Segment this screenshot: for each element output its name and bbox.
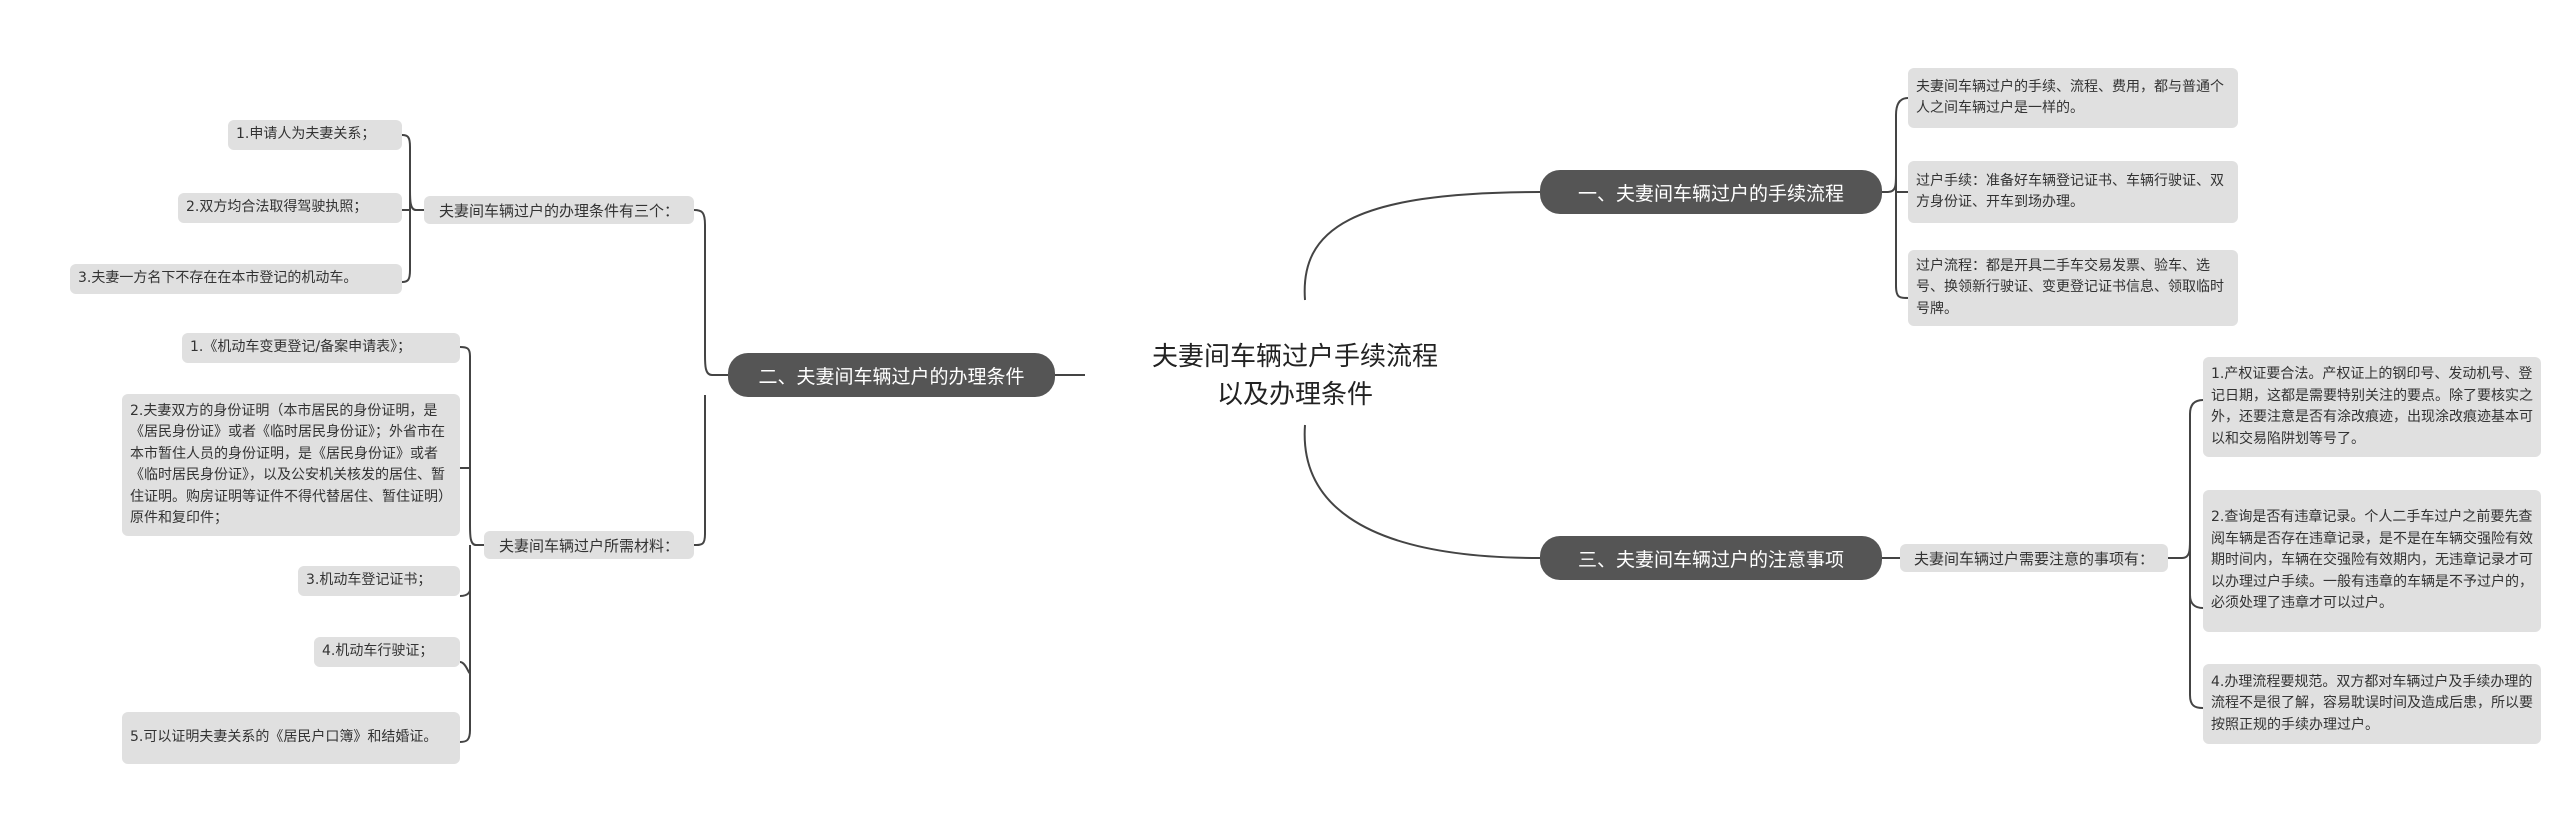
leaf-materials-2[interactable]: 2.夫妻双方的身份证明（本市居民的身份证明，是《居民身份证》或者《临时居民身份证…	[122, 394, 460, 536]
leaf-materials-4[interactable]: 4.机动车行驶证；	[314, 637, 460, 667]
leaf-procedure-2[interactable]: 过户手续：准备好车辆登记证书、车辆行驶证、双方身份证、开车到场办理。	[1908, 161, 2238, 223]
leaf-procedure-3[interactable]: 过户流程：都是开具二手车交易发票、验车、选号、换领新行驶证、变更登记证书信息、领…	[1908, 250, 2238, 326]
mid-conditions[interactable]: 夫妻间车辆过户的办理条件有三个：	[424, 196, 694, 224]
branch-conditions[interactable]: 二、夫妻间车辆过户的办理条件	[728, 353, 1055, 397]
leaf-materials-3[interactable]: 3.机动车登记证书；	[298, 566, 460, 596]
leaf-materials-5[interactable]: 5.可以证明夫妻关系的《居民户口簿》和结婚证。	[122, 712, 460, 764]
central-topic[interactable]: 夫妻间车辆过户手续流程 以及办理条件	[1120, 332, 1470, 420]
leaf-notes-1[interactable]: 1.产权证要合法。产权证上的钢印号、发动机号、登记日期，这都是需要特别关注的要点…	[2203, 357, 2541, 457]
branch-notes[interactable]: 三、夫妻间车辆过户的注意事项	[1540, 536, 1882, 580]
mid-materials[interactable]: 夫妻间车辆过户所需材料：	[484, 531, 694, 559]
leaf-procedure-1[interactable]: 夫妻间车辆过户的手续、流程、费用，都与普通个人之间车辆过户是一样的。	[1908, 68, 2238, 128]
link-midA-bracket	[401, 134, 424, 283]
link-center-b1	[1303, 191, 1541, 301]
central-topic-line2: 以及办理条件	[1216, 380, 1373, 410]
leaf-notes-2[interactable]: 2.查询是否有违章记录。个人二手车过户之前要先查阅车辆是否存在违章记录，是不是在…	[2203, 490, 2541, 632]
branch-procedure[interactable]: 一、夫妻间车辆过户的手续流程	[1540, 170, 1882, 214]
link-b1-bracket	[1882, 97, 1909, 299]
link-midB-bracket	[459, 346, 484, 743]
leaf-materials-1[interactable]: 1.《机动车变更登记/备案申请表》；	[182, 333, 460, 363]
central-topic-line1: 夫妻间车辆过户手续流程	[1151, 342, 1438, 372]
leaf-conditions-1[interactable]: 1.申请人为夫妻关系；	[228, 120, 402, 150]
leaf-notes-3[interactable]: 4.办理流程要规范。双方都对车辆过户及手续办理的流程不是很了解，容易耽误时间及造…	[2203, 664, 2541, 744]
branch-notes-label: 三、夫妻间车辆过户的注意事项	[1577, 548, 1844, 571]
link-b2-mids	[693, 209, 728, 546]
mid-notes[interactable]: 夫妻间车辆过户需要注意的事项有：	[1900, 544, 2168, 572]
branch-conditions-label: 二、夫妻间车辆过户的办理条件	[758, 365, 1025, 388]
leaf-conditions-2[interactable]: 2.双方均合法取得驾驶执照；	[178, 193, 402, 223]
link-center-b3	[1303, 424, 1541, 559]
branch-procedure-label: 一、夫妻间车辆过户的手续流程	[1577, 182, 1844, 205]
leaf-conditions-3[interactable]: 3.夫妻一方名下不存在在本市登记的机动车。	[70, 264, 402, 294]
link-mid3-bracket	[2168, 399, 2204, 709]
